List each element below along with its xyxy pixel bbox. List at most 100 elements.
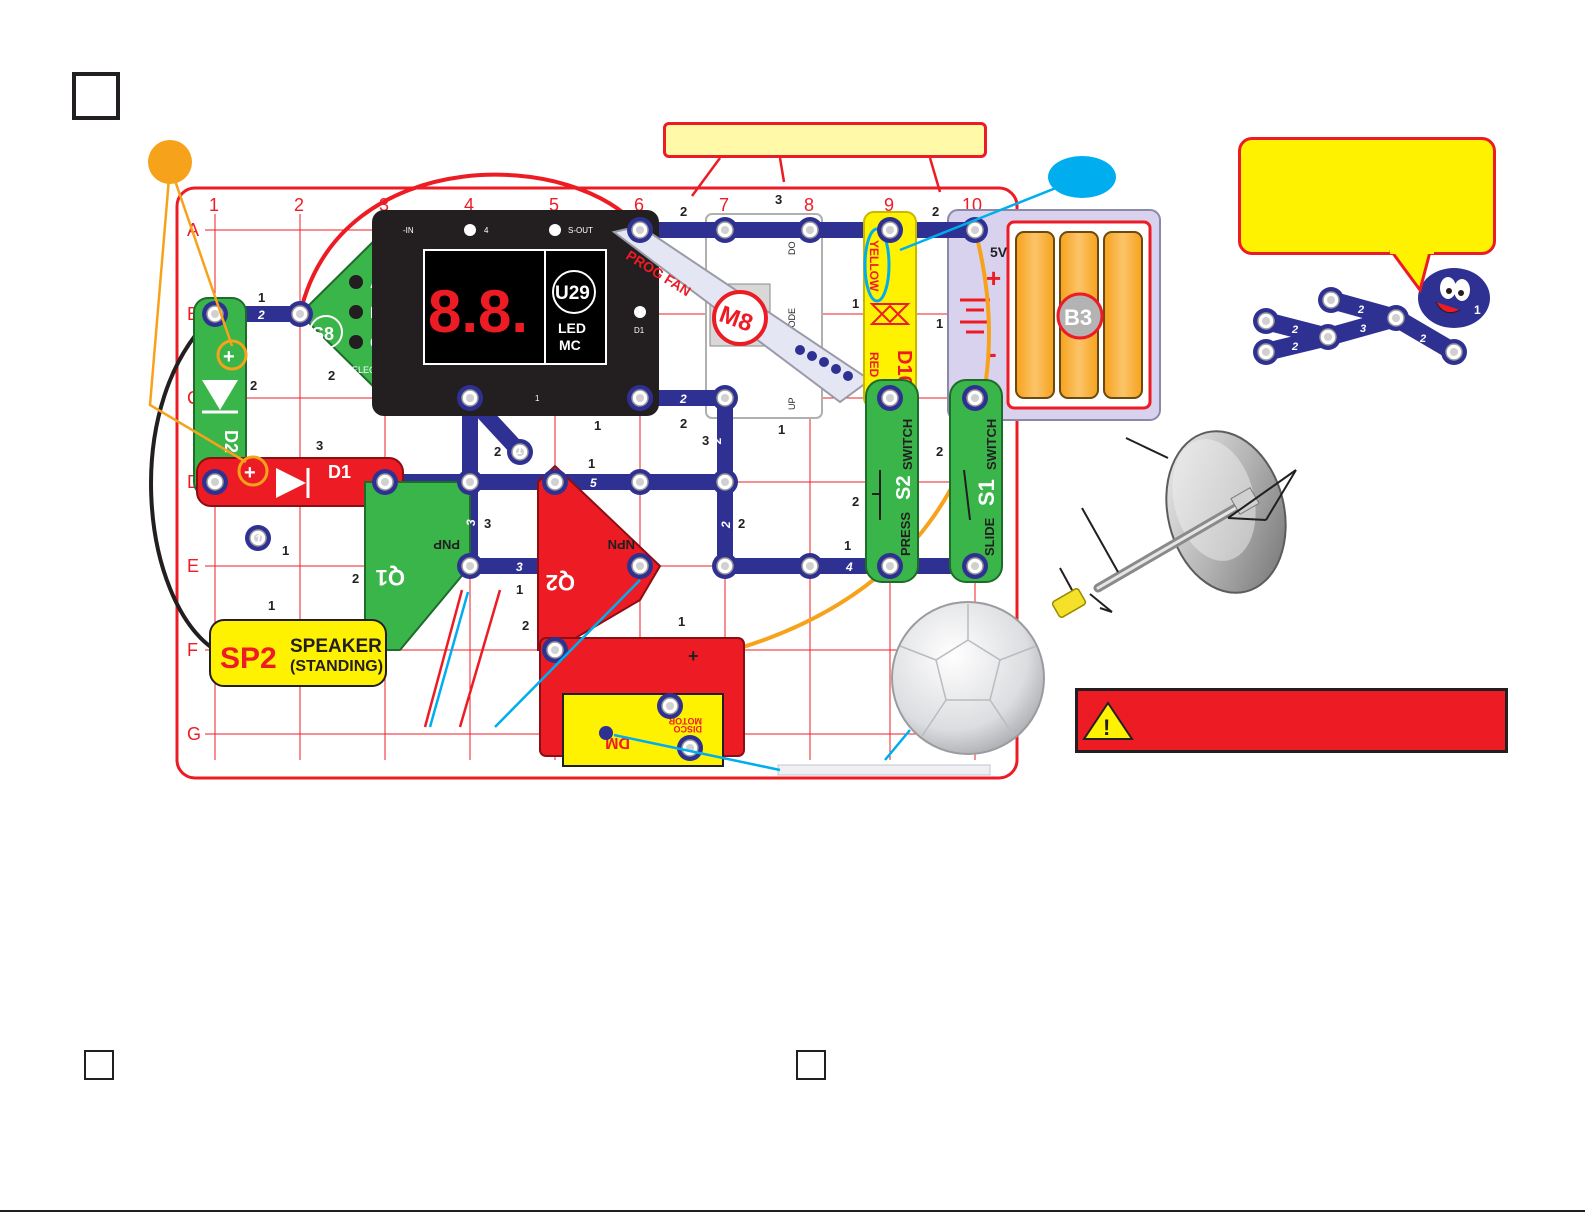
d10-id: D10 (893, 350, 915, 387)
s8-name: SELECTOR (346, 365, 395, 375)
level-label: 3 (316, 438, 323, 453)
page-bottom-rule (0, 1210, 1585, 1212)
s1-id: S1 (974, 479, 999, 506)
level-label: 2 (328, 368, 335, 383)
level-label: 1 (282, 543, 289, 558)
level-label: 1 (268, 598, 275, 613)
transistor-q2-npn: Q2 NPN (537, 464, 662, 651)
level-label: 2 (494, 444, 501, 459)
q2-id: Q2 (546, 570, 575, 595)
col-label: 3 (379, 195, 389, 215)
d10-red: RED (867, 352, 881, 378)
col-label: 8 (804, 195, 814, 215)
blue-callout-dot (1048, 156, 1116, 198)
b3-plus: + (986, 263, 1001, 293)
level-label: 3 (702, 433, 709, 448)
level-label: 2 (352, 571, 359, 586)
level-label: 1 (678, 614, 685, 629)
level-label: 1 (852, 296, 859, 311)
col-label: 9 (884, 195, 894, 215)
disco-motor-dm: + DM DISCO MOTOR (539, 637, 745, 767)
s1-switch-word: SWITCH (984, 419, 999, 470)
warning-icon: ! (1082, 701, 1134, 740)
row-label: G (187, 724, 201, 744)
m8-do-label: DO (787, 242, 797, 256)
mini-snap-parts: 2 2 3 2 2 1 (1252, 268, 1490, 366)
speech-bubble-tail-cover (1390, 246, 1434, 254)
d1-plus: + (244, 462, 256, 484)
level-label: 1 (936, 316, 943, 331)
u29-name-2: MC (559, 337, 581, 353)
warning-icon-mark: ! (1103, 715, 1110, 740)
level-label: 1 (594, 418, 601, 433)
sp2-line1: SPEAKER (290, 636, 382, 657)
speech-bubble (1238, 137, 1496, 255)
level-label: 1 (588, 456, 595, 471)
project-checkbox[interactable] (72, 72, 120, 120)
level-label: 3 (775, 192, 782, 207)
u29-pin-sout: S-OUT (568, 226, 593, 235)
mini-label: 2 (1357, 304, 1364, 316)
level-label: 1 (258, 290, 265, 305)
s2-name: PRESS (898, 512, 913, 556)
u29-pin-1: 1 (535, 394, 540, 403)
m8-up-label: UP (787, 397, 797, 410)
wire-level-label: 2 (710, 437, 724, 445)
u29-pin-in: -IN (403, 226, 414, 235)
wire-level-label: 2 (719, 521, 733, 529)
wire-level-labels: 2 2 2 1 5 3 2 1 3 4 (255, 308, 853, 574)
d1-id: D1 (328, 462, 351, 482)
level-label: 2 (932, 204, 939, 219)
row-label: E (187, 556, 199, 576)
disco-ball (777, 601, 1045, 776)
led-mc-u29: 8.8. U29 LED MC -IN 4 S-OUT D1 1 (372, 210, 659, 416)
wire-level-label: 3 (464, 519, 478, 526)
b3-label: B3 (1064, 305, 1092, 330)
red-jumper-wire (298, 172, 642, 315)
mini-label: 1 (1474, 303, 1481, 317)
d2-id: D2 (221, 430, 241, 453)
warning-banner (1075, 688, 1508, 753)
s1-name: SLIDE (982, 517, 997, 556)
level-label: 1 (516, 582, 523, 597)
u29-display: 8.8. (428, 278, 528, 345)
mini-label: 3 (1360, 323, 1366, 335)
col-label: 7 (719, 195, 729, 215)
s2-switch-word: SWITCH (900, 419, 915, 470)
col-label: 2 (294, 195, 304, 215)
mini-label: 2 (1419, 333, 1426, 345)
level-label: 2 (680, 416, 687, 431)
slide-switch-s1[interactable]: SWITCH S1 SLIDE (949, 379, 1003, 583)
u29-pin-4: 4 (484, 226, 489, 235)
col-label: 6 (634, 195, 644, 215)
press-switch-s2[interactable]: SWITCH S2 PRESS (865, 379, 919, 583)
led-d1: D1 + (196, 455, 404, 507)
level-label: 2 (936, 444, 943, 459)
black-jumper-wire (149, 312, 217, 652)
row-label: F (187, 640, 198, 660)
top-note-box (663, 122, 987, 158)
wire-level-label: 1 (516, 443, 523, 457)
q2-type: NPN (608, 537, 635, 552)
sp2-id: SP2 (220, 642, 277, 675)
level-label: 1 (844, 538, 851, 553)
level-label: 2 (250, 378, 257, 393)
diode-d2: D2 + (193, 297, 248, 497)
dm-line2: MOTOR (668, 716, 702, 726)
s8-label: S8 (312, 324, 334, 344)
level-label: 1 (778, 422, 785, 437)
fan-shaft-assembly (1051, 430, 1297, 618)
wire-level-label: 4 (845, 560, 853, 574)
level-label: 2 (680, 204, 687, 219)
wire-level-label: 1 (255, 532, 262, 546)
mini-label: 2 (1291, 341, 1298, 353)
battery-holder-b3: B3 + - 5V (947, 209, 1161, 421)
d2-plus: + (223, 346, 235, 368)
wire-level-label: 2 (257, 308, 265, 322)
mini-label: 2 (1291, 324, 1298, 336)
sub-project-checkbox-right[interactable] (796, 1050, 826, 1080)
level-label: 2 (522, 618, 529, 633)
col-label: 4 (464, 195, 474, 215)
sub-project-checkbox-left[interactable] (84, 1050, 114, 1080)
col-label: 1 (209, 195, 219, 215)
